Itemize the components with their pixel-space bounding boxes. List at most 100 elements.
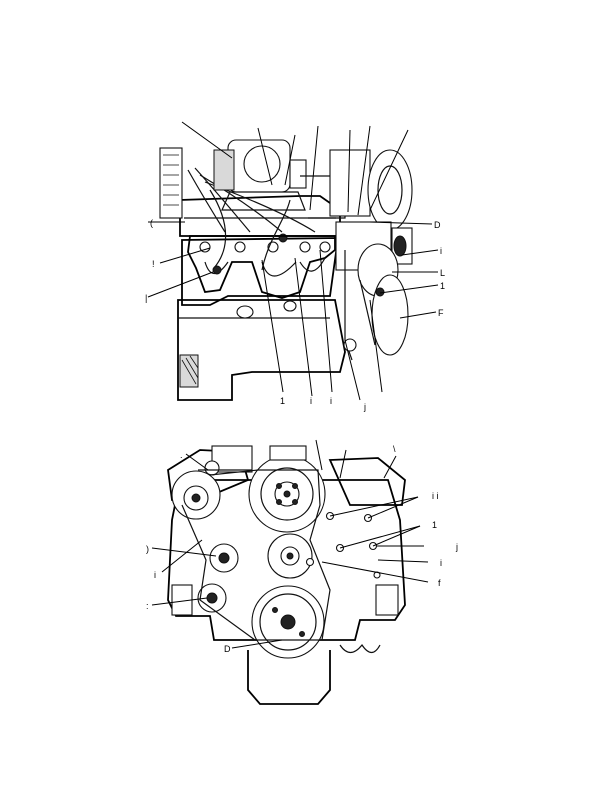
front-oil-pan: [247, 650, 331, 705]
hub-bolt: [276, 499, 282, 505]
callout-label: f: [438, 578, 441, 588]
plug-wire: [194, 167, 251, 233]
front-block-outline: [167, 479, 406, 641]
callout-label: .: [180, 450, 183, 460]
manifold-port-3: [299, 257, 326, 272]
callout-label: i: [440, 246, 442, 256]
idle-control: [213, 149, 235, 191]
callout-label: 1: [280, 396, 285, 406]
callout-label: (: [150, 218, 153, 228]
block-boss-2: [283, 300, 297, 312]
callout-label: :: [146, 601, 149, 611]
callout-label: i i: [432, 491, 439, 501]
callout-leader: [159, 247, 211, 264]
callout-leader: [257, 127, 273, 186]
callout-leader: [357, 125, 371, 216]
callout-leader: [369, 299, 383, 393]
callout-label: 1: [440, 281, 445, 291]
plug-wire: [199, 174, 283, 233]
damper-hole: [272, 607, 278, 613]
callout-leader: [231, 639, 283, 649]
callout-label: 1: [432, 520, 437, 530]
plug-wire: [209, 189, 227, 269]
callout-label: i: [440, 558, 442, 568]
callout-leader: [401, 249, 439, 256]
pump-hub: [393, 235, 407, 257]
hatch-lines: [181, 355, 199, 385]
callout-leader: [315, 439, 323, 471]
callout-label: D: [224, 644, 231, 654]
callout-leader: [344, 339, 361, 401]
callout-leader: [261, 259, 284, 393]
callout-leader: [383, 455, 397, 479]
block-boss: [236, 305, 254, 319]
bracket-hole: [305, 557, 315, 567]
callout-label: i: [310, 396, 312, 406]
callout-leader: [161, 539, 203, 573]
hub-bolt: [292, 499, 298, 505]
callout-leader: [379, 284, 439, 294]
damper-hole: [299, 631, 305, 637]
callout-leader: [294, 257, 313, 397]
callout-leader: [369, 221, 433, 225]
manifold-stud: [212, 265, 222, 275]
callout-leader: [284, 134, 296, 186]
callout-leader: [181, 121, 233, 159]
callout-label: !: [152, 259, 155, 269]
manifold-port: [261, 261, 297, 277]
callout-leader: [185, 453, 209, 471]
pump-pulley-groove: [260, 467, 314, 521]
callout-label: j: [455, 542, 458, 552]
damper-ring: [259, 593, 317, 651]
callout-label: ): [146, 544, 149, 554]
callout-label: i: [330, 396, 332, 406]
cylinder-head: [179, 195, 341, 237]
callout-leader: [329, 496, 419, 517]
manifold-bolt: [299, 241, 311, 253]
exhaust-manifold: [187, 235, 336, 299]
manifold-bolt: [319, 241, 331, 253]
hub-bolt: [292, 483, 298, 489]
callout-leader: [347, 129, 351, 213]
hub-center: [283, 490, 291, 498]
callout-label: i: [154, 570, 156, 580]
plug-wire: [187, 169, 226, 233]
alternator: [329, 149, 371, 217]
thermostat-housing: [269, 445, 307, 461]
callout-leader: [321, 561, 429, 583]
tensioner-center: [286, 552, 294, 560]
callout-leader: [339, 525, 421, 549]
idler-bolt: [218, 552, 230, 564]
intake-plenum: [221, 191, 306, 211]
callout-leader: [309, 125, 319, 211]
callout-label: L: [440, 268, 445, 278]
callout-leader: [151, 547, 217, 557]
crank-pulley: [371, 274, 409, 356]
coil-pack: [159, 147, 183, 219]
alternator-pulley: [367, 149, 413, 231]
crank-bolt: [280, 614, 296, 630]
callout-leader: [369, 129, 409, 211]
oil-filter-thread: [339, 643, 381, 654]
oil-pan: [177, 299, 346, 401]
callout-leader: [399, 311, 437, 319]
coil-ribs: [163, 154, 179, 206]
engine-front-view: . \ i i 1 j i f ) D i :: [146, 439, 458, 705]
tensioner-bolt: [375, 287, 385, 297]
callout-leader: [147, 271, 214, 298]
ps-bolt: [206, 592, 218, 604]
callout-leader: [377, 559, 429, 563]
plug-wire: [261, 199, 291, 271]
manifold-bolt: [234, 241, 246, 253]
callout-label: |: [145, 293, 147, 303]
right-motor-mount: [375, 584, 399, 616]
callout-leader: [151, 597, 208, 606]
alternator-shaft: [191, 493, 201, 503]
callout-label: D: [434, 220, 441, 230]
right-head: [328, 457, 406, 506]
belt: [359, 279, 376, 346]
serpentine-belt: [181, 469, 331, 641]
callout-label: j: [363, 402, 366, 412]
callout-leader: [367, 496, 419, 519]
